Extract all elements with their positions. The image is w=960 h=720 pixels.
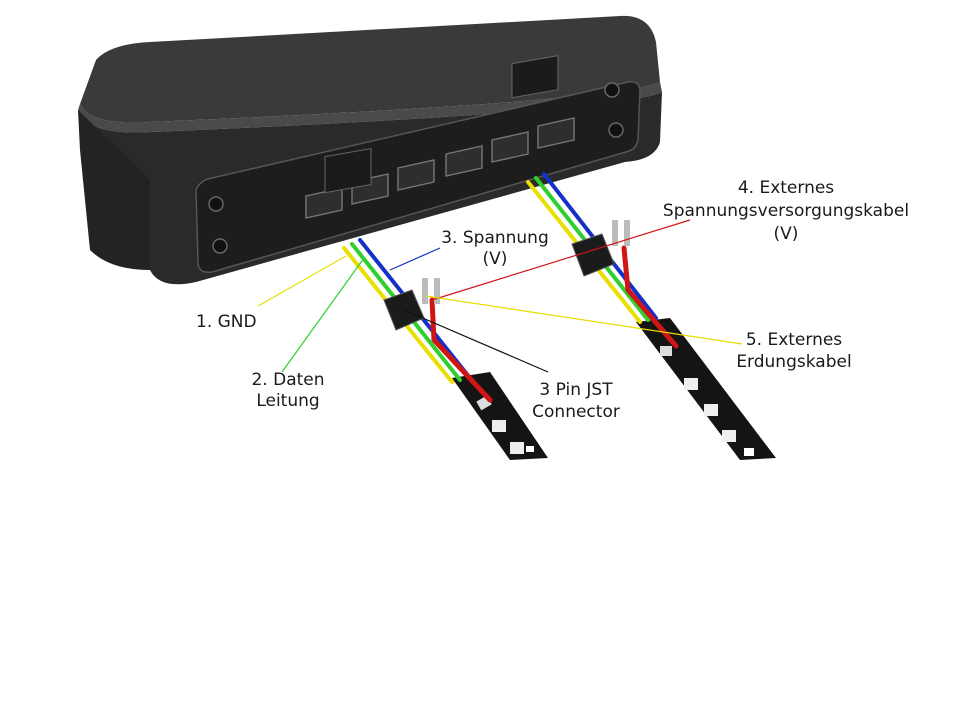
screw-icon (608, 122, 624, 138)
port-slot (397, 159, 435, 191)
voltage-leader-line (389, 247, 441, 271)
callout-labels: 1. GND 2. Daten Leitung 3. Spannung (V) … (196, 178, 909, 422)
controller-box (78, 15, 662, 285)
led-strip-left (452, 372, 548, 460)
jst-connector-right (511, 55, 630, 277)
screw-icon (208, 196, 224, 212)
port-slot (445, 145, 483, 177)
jst-connector-label: 3 Pin JST (539, 380, 613, 400)
screw-icon (604, 82, 620, 98)
ext-ground-leader-line (425, 295, 743, 345)
voltage-label: (V) (483, 249, 508, 269)
ext-power-leader-line (431, 219, 691, 301)
data-line-label: Leitung (256, 391, 319, 411)
ext-power-label: (V) (774, 224, 799, 244)
jst-connector-label: Connector (532, 402, 620, 422)
ext-ground-label: Erdungskabel (736, 352, 851, 372)
gnd-leader-line (257, 255, 347, 307)
leader-lines (257, 219, 743, 373)
ext-power-label: 4. Externes (738, 178, 834, 198)
jst-leader-line (403, 309, 549, 373)
voltage-label: 3. Spannung (441, 228, 549, 248)
port-slot (537, 117, 575, 149)
gnd-label: 1. GND (196, 312, 257, 332)
port-slot (491, 131, 529, 163)
data-line-label: 2. Daten (251, 370, 324, 390)
led-strip-right (636, 318, 776, 460)
ext-ground-label: 5. Externes (746, 330, 842, 350)
ext-power-label: Spannungsversorgungskabel (663, 201, 909, 221)
data-leader-line (281, 257, 365, 373)
screw-icon (212, 238, 228, 254)
